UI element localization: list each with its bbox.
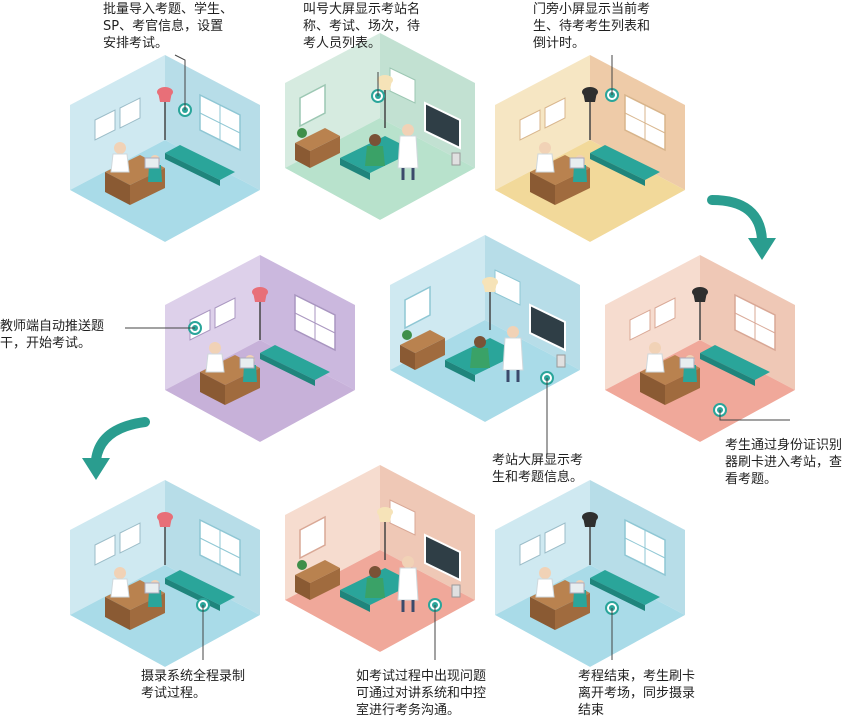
room-1-left-wall bbox=[70, 55, 165, 190]
caption-import-data: 批量导入考题、学生、 SP、考官信息，设置 安排考试。 bbox=[103, 2, 234, 51]
caption-id-card-entry: 考生通过身份证识别 器刷卡进入考站，查 看考题。 bbox=[725, 438, 843, 487]
room-3 bbox=[495, 55, 685, 248]
room-1 bbox=[70, 55, 260, 248]
room-6 bbox=[605, 255, 795, 448]
room-2-display bbox=[424, 101, 461, 150]
leader-line-6 bbox=[719, 410, 790, 421]
caption-station-screen: 考站大屏显示考 生和考题信息。 bbox=[492, 453, 584, 485]
room-1-bed bbox=[165, 145, 235, 180]
caption-calling-screen: 叫号大屏显示考站名 称、考试、场次，待 考人员列表。 bbox=[303, 2, 421, 51]
room-4 bbox=[165, 255, 355, 448]
room-9 bbox=[495, 480, 685, 673]
room-7 bbox=[70, 480, 260, 673]
room-5 bbox=[390, 235, 580, 428]
caption-door-screen: 门旁小屏显示当前考 生、待考考生列表和 倒计时。 bbox=[533, 2, 651, 51]
leader-lines bbox=[125, 54, 790, 660]
caption-exam-end: 考程结束，考生刷卡 离开考场，同步摄录 结束 bbox=[578, 669, 696, 718]
caption-push-question: 教师端自动推送题 干，开始考试。 bbox=[0, 319, 105, 351]
room-2 bbox=[285, 33, 475, 226]
caption-intercom: 如考试过程中出现问题 可通过对讲系统和中控 室进行考务沟通。 bbox=[356, 669, 487, 718]
leader-line-1 bbox=[174, 54, 186, 110]
flow-arrow-down-left bbox=[82, 417, 150, 480]
flow-arrow-down-right bbox=[707, 195, 776, 260]
room-8 bbox=[285, 465, 475, 658]
caption-recording: 摄录系统全程录制 考试过程。 bbox=[141, 669, 246, 701]
